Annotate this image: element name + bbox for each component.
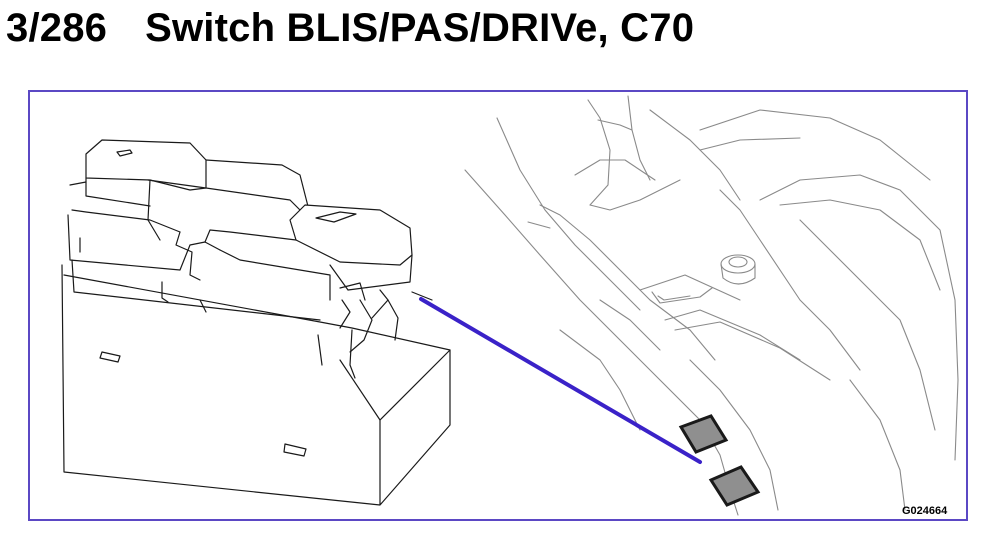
page-title: 3/286 Switch BLIS/PAS/DRIVe, C70 <box>6 2 694 54</box>
switch-module-drawing <box>61 139 451 506</box>
highlighted-switch-lower <box>708 465 761 507</box>
figure-code: G024664 <box>902 505 948 517</box>
highlighted-switch-upper <box>678 414 729 454</box>
center-console-drawing <box>464 95 959 516</box>
title-text: Switch BLIS/PAS/DRIVe, C70 <box>145 6 695 50</box>
pointer-line <box>419 297 702 464</box>
title-number: 3/286 <box>6 6 108 50</box>
illustration-frame <box>28 90 968 521</box>
